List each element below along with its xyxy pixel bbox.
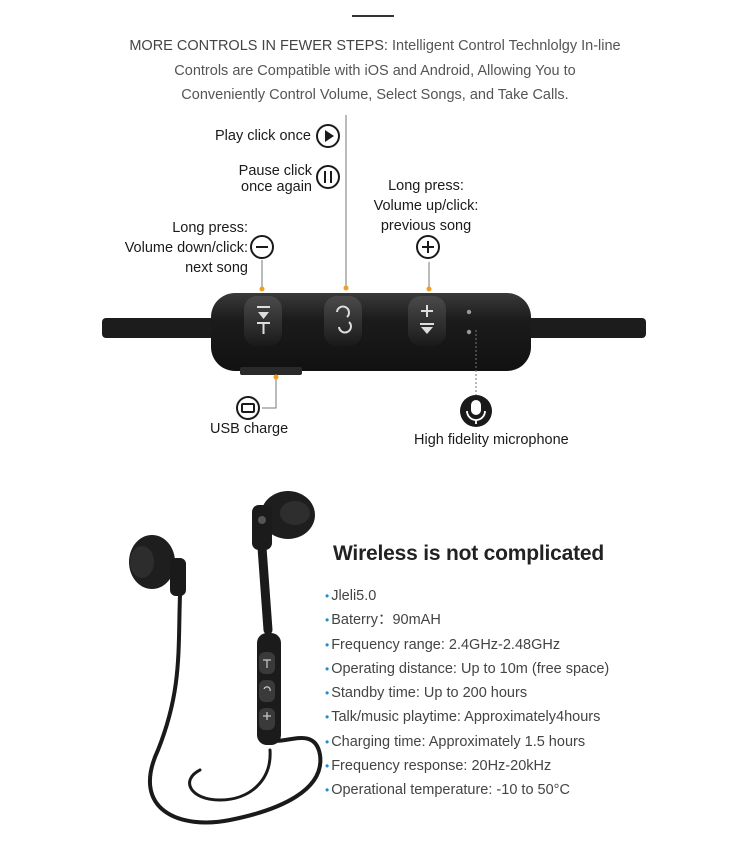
top-divider bbox=[352, 15, 394, 17]
volume-up-line1: Long press: bbox=[388, 178, 464, 194]
volume-down-button bbox=[244, 296, 282, 346]
play-icon bbox=[316, 124, 340, 148]
volume-down-label: Long press: Volume down/click: next song bbox=[108, 218, 248, 278]
volume-down-line2: Volume down/click: bbox=[124, 240, 248, 256]
pause-label-line1: Pause click bbox=[238, 163, 312, 179]
pause-label-line2: once again bbox=[241, 179, 312, 195]
product-title: Wireless is not complicated bbox=[333, 542, 604, 565]
intro-line1: Intelligent Control Technlolgy In-line bbox=[387, 38, 621, 54]
spec-item: •Talk/music playtime: Approximately4hour… bbox=[325, 709, 601, 726]
volume-down-line1: Long press: bbox=[172, 220, 248, 236]
usb-label: USB charge bbox=[210, 421, 289, 437]
minus-icon bbox=[250, 235, 274, 259]
spec-item: •Standby time: Up to 200 hours bbox=[325, 685, 528, 702]
intro-lead: MORE CONTROLS IN FEWER STEPS: bbox=[129, 38, 388, 54]
play-pause-button bbox=[324, 296, 362, 346]
volume-down-line3: next song bbox=[185, 260, 248, 276]
spec-list: •Jleli5.0 •Baterry：90mAH •Frequency rang… bbox=[325, 584, 609, 803]
spec-item: •Frequency response: 20Hz-20kHz bbox=[325, 758, 552, 775]
spec-item: •Jleli5.0 bbox=[325, 588, 377, 604]
microphone-icon bbox=[460, 395, 492, 427]
intro-text: MORE CONTROLS IN FEWER STEPS: Intelligen… bbox=[80, 34, 670, 108]
play-label: Play click once bbox=[215, 128, 311, 144]
spec-item: •Operating distance: Up to 10m (free spa… bbox=[325, 660, 610, 677]
volume-up-line2: Volume up/click: bbox=[373, 198, 479, 214]
usb-port-icon bbox=[236, 396, 260, 420]
volume-up-label: Long press: Volume up/click: previous so… bbox=[368, 176, 484, 236]
volume-up-line3: previous song bbox=[380, 218, 472, 234]
pause-icon bbox=[316, 165, 340, 189]
usb-port bbox=[240, 367, 302, 375]
spec-item: •Frequency range: 2.4GHz-2.48GHz bbox=[325, 636, 561, 653]
volume-up-button bbox=[408, 296, 446, 346]
earphones-illustration bbox=[129, 491, 323, 825]
plus-icon bbox=[416, 235, 440, 259]
spec-item: •Baterry：90mAH bbox=[325, 612, 441, 629]
button-glyphs bbox=[257, 305, 434, 334]
spec-item: •Charging time: Approximately 1.5 hours bbox=[325, 733, 586, 750]
remote-body bbox=[211, 293, 531, 371]
intro-line3: Conveniently Control Volume, Select Song… bbox=[181, 87, 569, 103]
pause-label: Pause click once again bbox=[236, 163, 312, 195]
intro-line2: Controls are Compatible with iOS and And… bbox=[174, 62, 576, 79]
microphone-label: High fidelity microphone bbox=[414, 432, 569, 448]
spec-item: •Operational temperature: -10 to 50°C bbox=[325, 782, 570, 799]
